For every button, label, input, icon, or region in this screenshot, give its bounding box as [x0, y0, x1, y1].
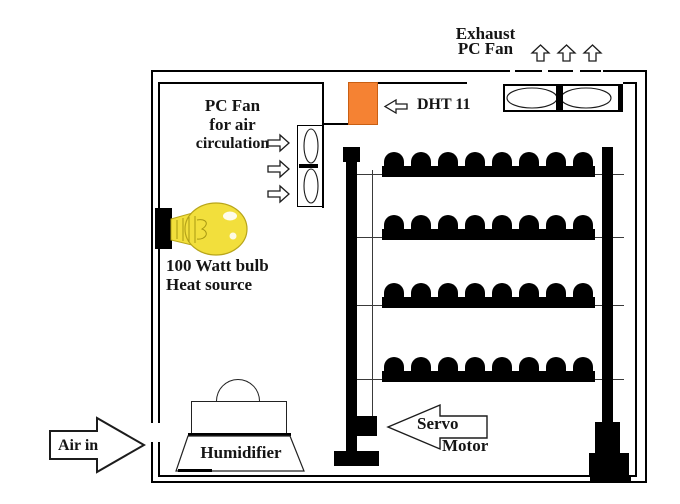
- egg: [546, 283, 566, 299]
- inner-border-right: [635, 82, 637, 477]
- heat-bulb-label-line2: Heat source: [166, 275, 253, 294]
- egg: [384, 357, 404, 373]
- exhaust-vent-dash: [548, 70, 573, 72]
- airflow-right-arrow-icon: [267, 133, 290, 153]
- exhaust-up-arrow-icon: [556, 44, 577, 62]
- egg: [411, 283, 431, 299]
- humidifier-base: [175, 435, 305, 472]
- heat-bulb-label: 100 Watt bulb Heat source: [166, 256, 269, 294]
- egg: [492, 357, 512, 373]
- egg-tray: [382, 297, 595, 308]
- egg: [465, 152, 485, 168]
- egg: [546, 215, 566, 231]
- egg: [465, 357, 485, 373]
- egg: [465, 283, 485, 299]
- heat-bulb-icon: [155, 202, 248, 256]
- air-in-arrow-icon: [49, 416, 147, 474]
- rack-right-base: [589, 453, 629, 476]
- exhaust-fan-blades-icon: [506, 86, 612, 110]
- outer-border-right: [645, 70, 647, 483]
- servo-pointer-arrow-icon: [386, 403, 488, 451]
- egg: [492, 215, 512, 231]
- airflow-right-arrow-icon: [267, 184, 290, 204]
- egg: [492, 152, 512, 168]
- outer-border-bottom: [151, 481, 647, 483]
- inner-border-left-lower: [158, 442, 160, 477]
- circulation-fan-housing: [297, 125, 324, 207]
- egg: [438, 283, 458, 299]
- outer-border-left-lower: [151, 442, 153, 483]
- egg: [465, 215, 485, 231]
- egg: [384, 283, 404, 299]
- humidifier-dome: [216, 379, 260, 402]
- humidifier-label: Humidifier: [200, 443, 282, 462]
- humidifier-tank: [191, 401, 287, 434]
- egg: [546, 152, 566, 168]
- egg: [411, 357, 431, 373]
- inner-border-top-1: [158, 82, 324, 84]
- rack-left-base: [334, 451, 379, 466]
- egg-tray: [382, 166, 595, 177]
- egg: [438, 215, 458, 231]
- servo-motor-label-line2: Motor: [442, 436, 489, 455]
- egg: [546, 357, 566, 373]
- egg: [519, 215, 539, 231]
- egg: [519, 283, 539, 299]
- rack-right-foot-line: [590, 476, 631, 481]
- heat-bulb-label-line1: 100 Watt bulb: [166, 256, 269, 275]
- exhaust-up-arrow-icon: [530, 44, 551, 62]
- exhaust-vent-dash: [515, 70, 542, 72]
- dht-sensor-box: [348, 82, 378, 125]
- egg: [573, 283, 593, 299]
- egg: [573, 215, 593, 231]
- exhaust-up-arrow-icon: [582, 44, 603, 62]
- egg: [384, 215, 404, 231]
- circulation-fan-label-line2: for air: [209, 115, 256, 134]
- servo-motor-label-line1: Servo: [417, 414, 459, 433]
- exhaust-fan-label-line2: PC Fan: [457, 39, 514, 58]
- dht-pointer-arrow-icon: [383, 98, 408, 115]
- exhaust-fan-label-line1: Exhaust: [455, 24, 516, 43]
- egg: [411, 152, 431, 168]
- inner-border-top-3: [623, 82, 637, 84]
- outer-border-left-upper: [151, 70, 153, 423]
- egg: [411, 215, 431, 231]
- exhaust-fan-housing-edge: [618, 84, 623, 112]
- egg-tray: [382, 371, 595, 382]
- humidifier-foot-line: [178, 469, 212, 472]
- air-in-label: Air in: [58, 437, 99, 454]
- servo-motor-block: [357, 416, 377, 436]
- circulation-fan-label-line3: circulation: [195, 135, 270, 152]
- rack-right-post: [602, 147, 613, 453]
- egg: [573, 357, 593, 373]
- humidifier-rim: [188, 433, 291, 436]
- airflow-right-arrow-icon: [267, 159, 290, 179]
- egg: [492, 283, 512, 299]
- egg: [438, 152, 458, 168]
- inner-border-bottom: [158, 475, 637, 477]
- egg-tray: [382, 229, 595, 240]
- circulation-fan-label: PC Fan for air circulation: [165, 96, 300, 153]
- rack-frame-line-vertical: [372, 170, 373, 418]
- egg: [519, 357, 539, 373]
- exhaust-vent-dash: [580, 70, 601, 72]
- rack-right-step: [595, 422, 620, 453]
- rack-left-post: [346, 147, 357, 452]
- dht-label: DHT 11: [417, 96, 471, 113]
- outer-border-top-left: [151, 70, 510, 72]
- circulation-fan-blades-icon: [299, 128, 319, 204]
- egg: [438, 357, 458, 373]
- exhaust-fan-label: Exhaust PC Fan: [443, 24, 528, 58]
- egg: [519, 152, 539, 168]
- outer-border-top-right: [603, 70, 647, 72]
- egg: [573, 152, 593, 168]
- sensor-mount-shelf: [322, 123, 349, 125]
- egg: [384, 152, 404, 168]
- inner-border-left-upper: [158, 82, 160, 423]
- circulation-fan-label-line1: PC Fan: [204, 96, 261, 115]
- inner-border-top-2: [378, 82, 467, 84]
